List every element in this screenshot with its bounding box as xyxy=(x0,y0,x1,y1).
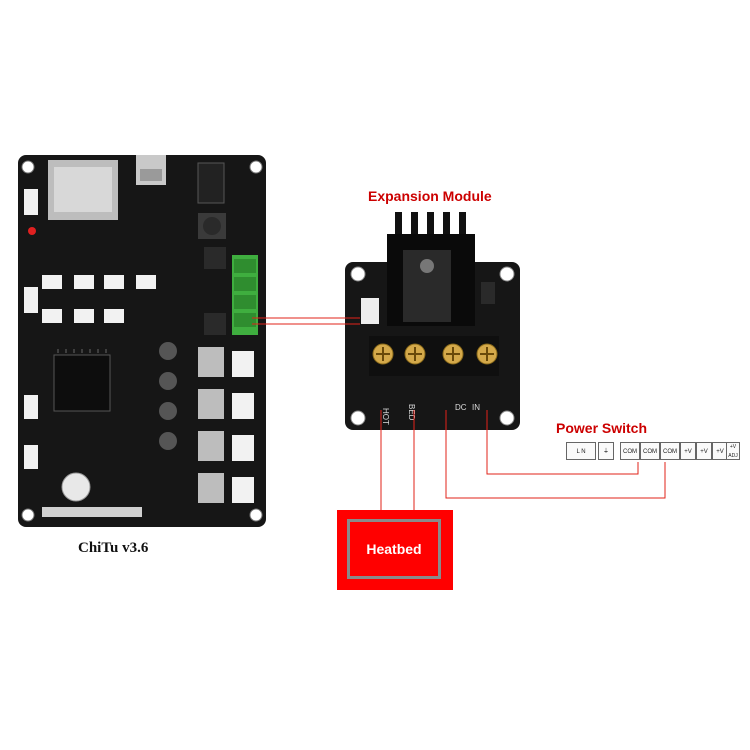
switch-terminal-ln: L N xyxy=(566,442,596,460)
switch-terminal-ground: ⏚ xyxy=(598,442,614,460)
switch-terminal-com-3: COM xyxy=(660,442,680,460)
board-caption: ChiTu v3.6 xyxy=(78,540,149,556)
terminal-label-dc: DC xyxy=(455,403,467,412)
switch-terminal-v-1: +V xyxy=(680,442,696,460)
heatbed-box: Heatbed xyxy=(337,510,453,590)
switch-terminal-com-2: COM xyxy=(640,442,660,460)
chitu-board-image xyxy=(18,155,266,527)
heatbed-inner-frame: Heatbed xyxy=(347,519,441,579)
expansion-module-image: HOT BED DC IN xyxy=(345,212,520,430)
terminal-label-hot: HOT xyxy=(381,408,390,425)
heatbed-label: Heatbed xyxy=(366,541,422,557)
power-switch-terminal-block: L N ⏚ COM COM COM +V +V +V +V ADJ xyxy=(566,442,740,462)
switch-terminal-com-1: COM xyxy=(620,442,640,460)
power-switch-title: Power Switch xyxy=(556,420,648,436)
switch-terminal-v-2: +V xyxy=(696,442,712,460)
switch-terminal-v-adj: +V ADJ xyxy=(726,442,740,460)
terminal-label-in: IN xyxy=(472,403,480,412)
expansion-module-title: Expansion Module xyxy=(368,188,492,204)
terminal-label-bed: BED xyxy=(407,404,416,421)
